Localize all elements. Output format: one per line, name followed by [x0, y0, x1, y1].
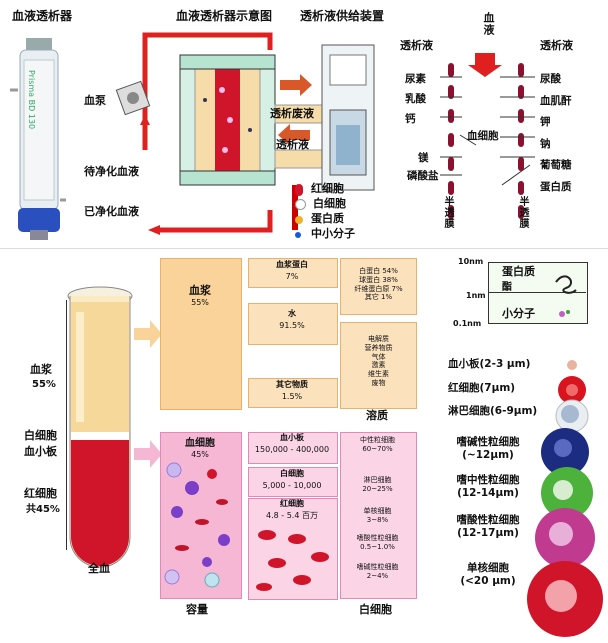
molecule-icons — [555, 275, 577, 317]
volume-label: 容量 — [186, 603, 208, 616]
protein-label: 血浆蛋白 — [276, 260, 308, 269]
size-basophil: 嗜碱性粒细胞(~12μm) — [456, 436, 520, 461]
protein-box — [248, 258, 338, 288]
rbc-legend-icon — [295, 183, 303, 196]
water-label: 水 — [288, 309, 296, 318]
dialyzer-device — [10, 38, 66, 240]
other-box — [248, 378, 338, 408]
dialysate-right-title: 透析液 — [540, 39, 573, 52]
cell-size-circles — [527, 360, 603, 637]
dialysate-left-title: 透析液 — [400, 39, 433, 52]
size-rbc: 红细胞(7μm) — [448, 382, 516, 394]
dialysis-schematic — [115, 32, 375, 235]
pump-label: 血泵 — [84, 94, 106, 107]
wbc-legend-icon — [295, 199, 306, 210]
test-tube — [67, 286, 133, 568]
membrane-graphic — [440, 53, 535, 219]
scale-protein: 蛋白质 — [502, 265, 535, 278]
wbc-label: 白细胞 — [280, 469, 304, 478]
plt-box — [248, 432, 338, 464]
wbc-box — [248, 467, 338, 497]
tube-wbc: 白细胞 — [24, 429, 57, 442]
dialysate-label: 透析液 — [276, 138, 309, 151]
membrane-right-text: 半透膜 — [517, 196, 528, 229]
protein-detail-box: 白蛋白 54% 球蛋白 38% 纤维蛋白原 7% 其它 1% — [340, 258, 417, 315]
tube-rbc: 红细胞 — [24, 487, 57, 500]
membrane-blood-cells: 血细胞 — [467, 130, 499, 142]
tree-arrows — [134, 320, 162, 468]
plasma-box-pct: 55% — [191, 298, 209, 307]
size-monocyte: 单核细胞(<20 μm) — [460, 562, 516, 587]
rbc-value: 4.8 - 5.4 百万 — [266, 511, 318, 520]
size-eosinophil: 嗜酸性粒细胞(12-17μm) — [456, 514, 520, 539]
dialyzer-title: 血液透析器 — [12, 9, 73, 23]
schematic-title: 血液透析器示意图 — [176, 9, 273, 23]
scale-small: 小分子 — [502, 307, 535, 320]
other-detail-box: 电解质 营养物质 气体 激素 维生素 废物 — [340, 322, 417, 409]
cell-legend: 红细胞 白细胞 蛋白质 中小分子 — [295, 182, 355, 242]
plt-value: 150,000 - 400,000 — [254, 445, 330, 454]
plasma-box-label: 血浆 — [189, 284, 211, 297]
cells-pct: 45% — [191, 450, 209, 459]
water-box — [248, 303, 338, 345]
protein-pct: 7% — [285, 272, 299, 281]
protein-legend-icon — [295, 215, 303, 224]
scale-peptide: 酯 — [502, 282, 512, 293]
wbc-value: 5,000 - 10,000 — [262, 481, 322, 490]
scale-mid-line — [488, 292, 586, 293]
rbc-illustration — [256, 530, 329, 591]
membrane-left-list-2: 镁 — [418, 152, 429, 164]
section-divider — [0, 248, 608, 249]
water-pct: 91.5% — [279, 321, 305, 330]
size-lymphocyte: 淋巴细胞(6-9μm) — [448, 405, 538, 417]
membrane-phosphate: 磷酸盐 — [407, 170, 439, 182]
wbc-types-box — [340, 432, 417, 599]
scale-01nm: 0.1nm — [453, 319, 482, 328]
solute-label: 溶质 — [366, 409, 388, 422]
scale-1nm: 1nm — [466, 291, 486, 300]
scale-10nm: 10nm — [458, 257, 484, 266]
cells-label: 血细胞 — [185, 438, 215, 449]
tube-plt: 血小板 — [24, 445, 57, 458]
molecule-legend-icon — [295, 231, 301, 238]
tube-plasma-pct: 55% — [32, 379, 56, 390]
tube-bracket — [66, 300, 67, 550]
tube-rbc-pct: 共45% — [26, 504, 60, 515]
rbc-label: 红细胞 — [280, 499, 304, 508]
membrane-left-list: 尿素 乳酸 钙 — [405, 73, 426, 125]
rbc-box — [248, 498, 338, 600]
other-pct: 1.5% — [281, 392, 303, 401]
plt-label: 血小板 — [280, 433, 304, 442]
device-brand: Prisma BD 130 — [27, 70, 36, 130]
size-neutrophil: 嗜中性粒细胞(12-14μm) — [456, 474, 520, 499]
cleaned-label: 已净化血液 — [84, 205, 139, 218]
tube-plasma: 血浆 — [30, 363, 52, 376]
size-platelet: 血小板(2-3 μm) — [448, 358, 531, 370]
other-label: 其它物质 — [276, 380, 308, 389]
membrane-right-list: 尿酸 血肌酐 钾 钠 葡萄糖 蛋白质 — [540, 73, 572, 193]
tube-whole-blood: 全血 — [88, 562, 110, 575]
membrane-left-text: 半透膜 — [442, 196, 453, 229]
waste-label: 透析废液 — [270, 107, 314, 120]
blood-flow-label: 血液 — [482, 12, 495, 36]
supply-title: 透析液供给装置 — [300, 9, 385, 23]
cells-illustration — [164, 462, 230, 588]
wbc-bottom-label: 白细胞 — [359, 603, 392, 616]
plasma-box — [160, 258, 242, 410]
to-clean-label: 待净化血液 — [84, 165, 139, 178]
